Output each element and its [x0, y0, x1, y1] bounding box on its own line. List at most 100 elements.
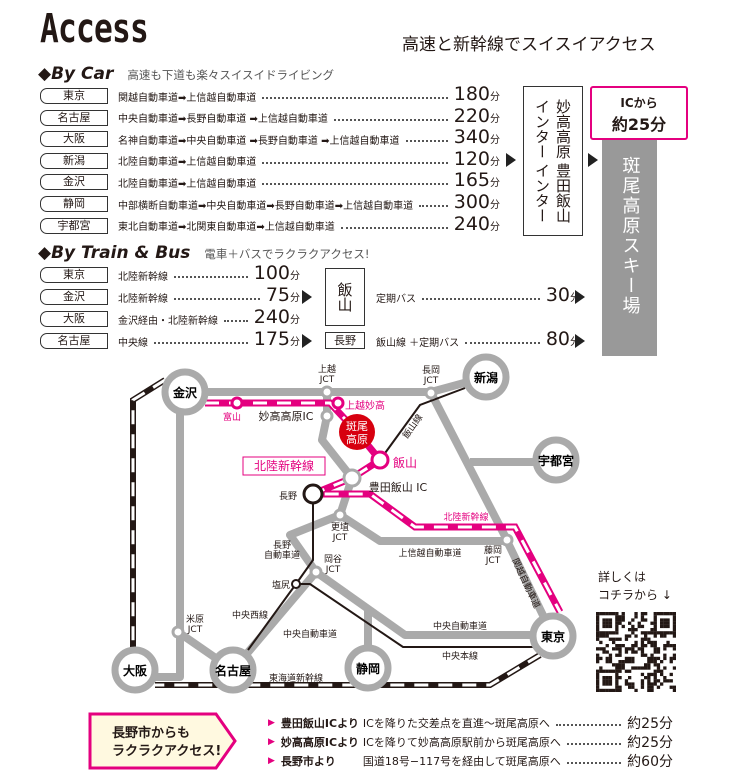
route-text: 北陸自動車道➡上信越自動車道 — [118, 178, 257, 190]
qr-code[interactable] — [596, 612, 676, 692]
time: 約25分 — [627, 716, 673, 732]
unit: 分 — [290, 337, 300, 348]
map-label-nagano: 長野 — [279, 491, 297, 502]
qr-caption-line1: 詳しくは — [598, 570, 647, 584]
time: 約25分 — [627, 735, 673, 751]
unit: 分 — [490, 135, 500, 147]
qr-caption: 詳しくは コチラから ↓ — [598, 568, 672, 604]
unit: 分 — [490, 200, 500, 211]
leader-dots — [174, 276, 248, 278]
unit: 分 — [490, 92, 500, 103]
minutes: 75 — [265, 284, 290, 306]
route-text: 金沢経由・北陸新幹線 — [118, 315, 218, 327]
route-row: 金沢北陸自動車道➡上信越自動車道 165分 — [40, 171, 500, 191]
leader-dots — [174, 298, 260, 300]
arrow-icon — [302, 290, 312, 304]
triangle-icon: ▶ — [268, 737, 275, 747]
leader-dots — [340, 226, 448, 229]
arrow-icon — [506, 153, 516, 167]
leader-dots — [566, 743, 622, 745]
map-label-shiojiri: 塩尻 — [272, 579, 290, 591]
origin-label: 宇都宮 — [40, 217, 108, 234]
shinkansen-stations — [230, 396, 390, 470]
minutes: 240 — [253, 306, 290, 328]
unit: 分 — [290, 293, 300, 304]
nagano-route-row: ▶長野市より国道18号−117号を経由して斑尾高原へ約60分 — [268, 752, 673, 770]
origin-label: 新潟 — [40, 152, 108, 169]
route-text: 中部横断自動車道➡中央自動車道➡長野自動車道➡上信越自動車道 — [118, 200, 414, 212]
map-label-joetsumyoko: 上越妙高 — [345, 399, 385, 412]
route-text: 北陸自動車道➡上信越自動車道 — [118, 157, 257, 169]
minutes: 165 — [453, 169, 490, 192]
page-title: Access — [40, 6, 149, 52]
origin-label: 静岡 — [40, 196, 108, 212]
minutes: 80 — [545, 328, 570, 350]
description: 国道18号−117号を経由して斑尾高原へ — [362, 755, 561, 768]
minutes: 340 — [453, 126, 490, 149]
minutes: 175 — [253, 328, 290, 350]
city-node — [161, 368, 209, 416]
hokuriku-shinkansen — [205, 399, 564, 614]
unit: 分 — [490, 178, 500, 190]
page-subtitle: 高速と新幹線でスイスイアクセス — [402, 35, 656, 55]
unit: 分 — [290, 271, 300, 282]
route-text: 東北自動車道➡北関東自動車道➡上信越自動車道 — [118, 222, 335, 234]
toyoda-ic-label: 豊田飯山インター — [533, 163, 572, 223]
unit: 分 — [490, 156, 500, 168]
myoko-ic-label: 妙高高原インター — [533, 99, 572, 159]
hokuriku-box-label: 北陸新幹線 — [254, 458, 314, 473]
map-label-hokuriku: 北陸新幹線 — [443, 511, 488, 523]
leader-dots — [566, 762, 622, 764]
time: 約60分 — [627, 754, 673, 770]
shiojiri-station — [291, 579, 301, 589]
city-label: 金沢 — [172, 385, 198, 400]
junctions — [171, 385, 514, 639]
destination-label: 斑尾高原スキー場 — [619, 156, 641, 316]
resort-marker — [339, 414, 375, 450]
leader-dots — [262, 183, 448, 186]
time-bubble: ICから 約25分 — [590, 86, 688, 140]
leader-dots — [419, 205, 448, 207]
map-label-tokaido: 東海道新幹線 — [269, 672, 323, 684]
route-text: 関越自動車道➡上信越自動車道 — [118, 92, 257, 104]
qr-caption-line2: コチラから ↓ — [598, 588, 672, 602]
minutes: 100 — [253, 262, 290, 284]
route: 飯山線 ＋定期バス — [376, 337, 460, 349]
leader-dots — [262, 161, 448, 164]
origin: 長野市より — [280, 755, 336, 768]
map-label-nagano-exp: 長野自動車道 — [264, 540, 300, 561]
minutes: 180 — [453, 83, 490, 105]
map-label-iiyama: 飯山 — [393, 455, 417, 470]
origin-label: 東京 — [40, 88, 108, 104]
nagano-station-box: 長野 — [325, 332, 365, 349]
map-label-chuo-main: 中央本線 — [442, 650, 478, 662]
origin-label: 金沢 — [40, 289, 108, 305]
badge-line2: ラクラクアクセス! — [112, 744, 222, 759]
route-text: 名神自動車道➡中央自動車道 ➡長野自動車道 ➡上信越自動車道 — [118, 135, 400, 147]
nagano-badge-shape — [88, 712, 237, 770]
unit: 分 — [490, 221, 500, 233]
arrow-icon — [302, 334, 312, 348]
origin-label: 名古屋 — [40, 333, 108, 349]
map-label-myoko-ic: 妙高高原IC — [259, 409, 314, 423]
city-label: 東京 — [541, 629, 565, 644]
route-text: 北陸新幹線 — [118, 271, 168, 283]
origin-label: 金沢 — [40, 174, 108, 191]
leader-dots — [154, 342, 248, 344]
arrow-icon — [575, 290, 585, 304]
arrow-icon — [588, 153, 598, 167]
